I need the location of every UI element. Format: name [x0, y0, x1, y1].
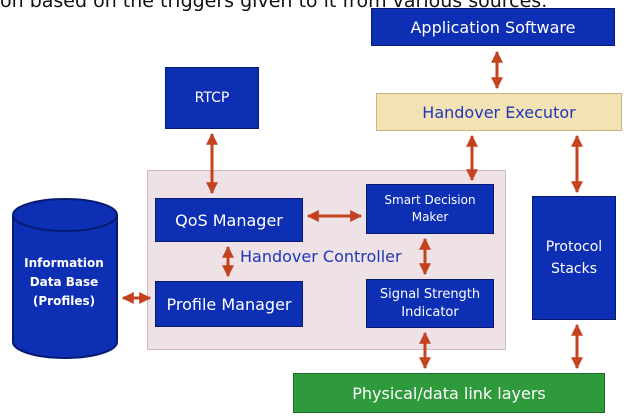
protocol-stacks-box: Protocol Stacks: [532, 196, 616, 320]
smart-decision-maker-box: Smart Decision Maker: [366, 184, 494, 234]
qos-manager-box: QoS Manager: [155, 198, 303, 242]
handover-controller-label: Handover Controller: [240, 247, 402, 266]
rtcp-box: RTCP: [165, 67, 259, 129]
handover-executor-box: Handover Executor: [376, 93, 622, 131]
database-cylinder-icon: [12, 198, 118, 359]
physical-data-link-layers-box: Physical/data link layers: [293, 373, 605, 413]
profile-manager-box: Profile Manager: [155, 281, 303, 327]
information-database-label: Information Data Base (Profiles): [24, 256, 104, 308]
application-software-box: Application Software: [371, 8, 615, 46]
signal-strength-indicator-box: Signal Strength Indicator: [366, 279, 494, 328]
